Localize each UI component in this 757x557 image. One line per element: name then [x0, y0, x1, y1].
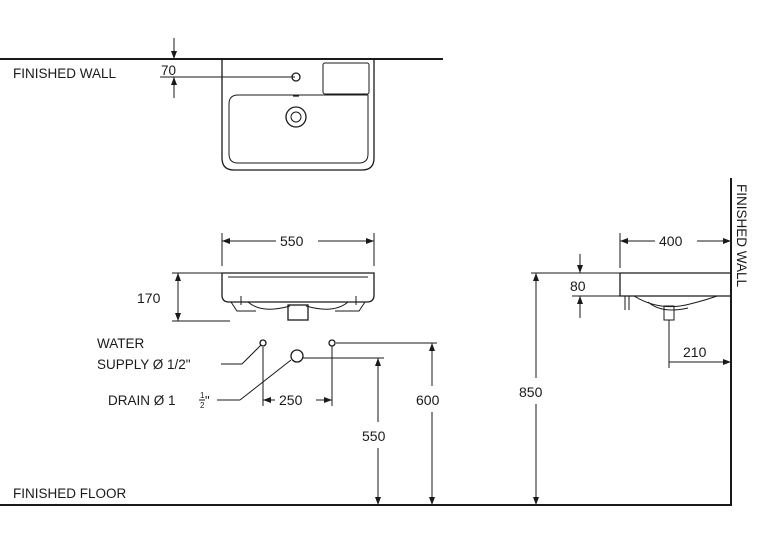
- finished-wall-top-label: FINISHED WALL: [13, 66, 117, 81]
- water-supply-right: [328, 339, 336, 347]
- finished-wall-side-label: FINISHED WALL: [734, 184, 749, 288]
- dim-rim-height: 850: [519, 384, 543, 400]
- dim-basin-height: 170: [137, 290, 161, 306]
- dim-wall-offset: 70: [161, 63, 176, 78]
- basin-plan-outline: [221, 59, 375, 171]
- finished-floor-label: FINISHED FLOOR: [13, 486, 127, 501]
- dim-supply-height: 600: [416, 392, 440, 408]
- dim-drain-offset: 210: [683, 344, 707, 360]
- drain-suffix: ": [205, 393, 210, 408]
- drain-frac-den: 2: [200, 401, 205, 410]
- drain-plan-outer: [285, 106, 307, 128]
- water-supply-label-2: SUPPLY Ø 1/2": [97, 357, 191, 372]
- water-supply-label-1: WATER: [97, 336, 144, 351]
- dim-basin-depth: 400: [659, 233, 683, 249]
- basin-front-drain-stub: [287, 304, 309, 321]
- front-elevation: 550 170 WATER SUPPLY Ø 1/2" DRAIN Ø 1: [97, 233, 440, 505]
- dim-drain-height: 550: [362, 428, 386, 444]
- tap-hole: [291, 72, 301, 82]
- drain-label: DRAIN Ø 1: [108, 393, 176, 408]
- dim-pipe-spacing: 250: [279, 392, 303, 408]
- side-elevation: FINISHED WALL 400 80 210 850: [519, 178, 749, 505]
- water-supply-left: [259, 339, 267, 347]
- dim-basin-width: 550: [280, 233, 304, 249]
- drain-connection: [290, 349, 304, 363]
- basin-front-body: [221, 272, 375, 303]
- basin-plan-bowl: [228, 94, 369, 164]
- plan-view: FINISHED WALL 70: [0, 38, 443, 171]
- drain-frac-num: 1: [200, 391, 205, 400]
- dim-rim-thickness: 80: [570, 278, 586, 294]
- basin-plan-shelf: [322, 62, 370, 95]
- drain-plan-inner: [290, 111, 302, 123]
- basin-side-profile: [619, 272, 731, 297]
